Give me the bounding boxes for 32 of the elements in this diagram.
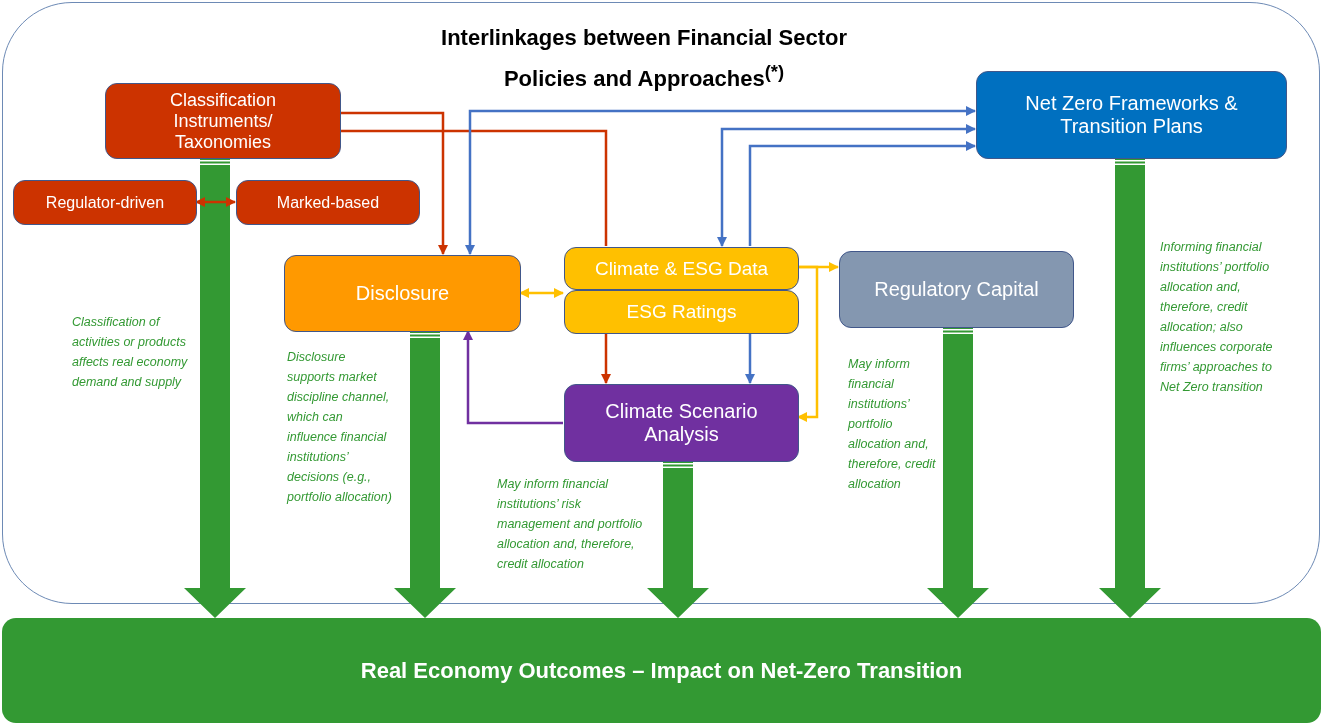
block-arrow (184, 158, 246, 618)
process-box: Net Zero Frameworks & Transition Plans (976, 71, 1287, 159)
outcome-banner: Real Economy Outcomes – Impact on Net-Zero Transition (2, 618, 1321, 723)
edge-label: Disclosure supports market discipline channel, which can influence financial institutions’ decisions (e.g., portfolio allocation) (287, 349, 393, 506)
edge-label: Classification of activities or products affects real economy demand and supply (72, 314, 189, 391)
edge-label: May inform financial institutions’ portfolio allocation and, therefore, credit allocation (848, 356, 937, 493)
process-box: Marked-based (236, 180, 420, 225)
arrow (519, 288, 564, 298)
arrow (745, 333, 755, 384)
process-box: Classification Instruments/ Taxonomies (105, 83, 341, 159)
block-arrow (1099, 158, 1161, 618)
process-box: Climate & ESG Data (564, 247, 799, 290)
edge-label: May inform financial institutions’ risk management and portfolio allocation and, therefore, credit allocation (497, 476, 644, 573)
block-arrow (927, 327, 989, 618)
edge-label: Informing financial institutions’ portfolio allocation and, therefore, credit allocation; also influences corporate firms’ approaches to Net Zero transition (1160, 239, 1274, 396)
arrow (748, 141, 976, 246)
diagram-title: Interlinkages between Financial Sector Policies and Approaches$^{(*)}$ (440, 24, 848, 94)
process-box: Disclosure (284, 255, 521, 332)
arrow (601, 333, 611, 384)
process-box: ESG Ratings (564, 290, 799, 334)
arrow (465, 106, 976, 255)
panel-frame (2, 2, 1320, 604)
block-arrow (394, 331, 456, 618)
process-box: Regulator-driven (13, 180, 197, 225)
arrow (797, 265, 819, 422)
arrow (195, 197, 236, 207)
process-box: Regulatory Capital (839, 251, 1074, 328)
arrow (463, 330, 563, 425)
arrow (340, 111, 448, 255)
process-box: Climate Scenario Analysis (564, 384, 799, 462)
block-arrow (647, 461, 709, 618)
arrow (717, 124, 976, 247)
